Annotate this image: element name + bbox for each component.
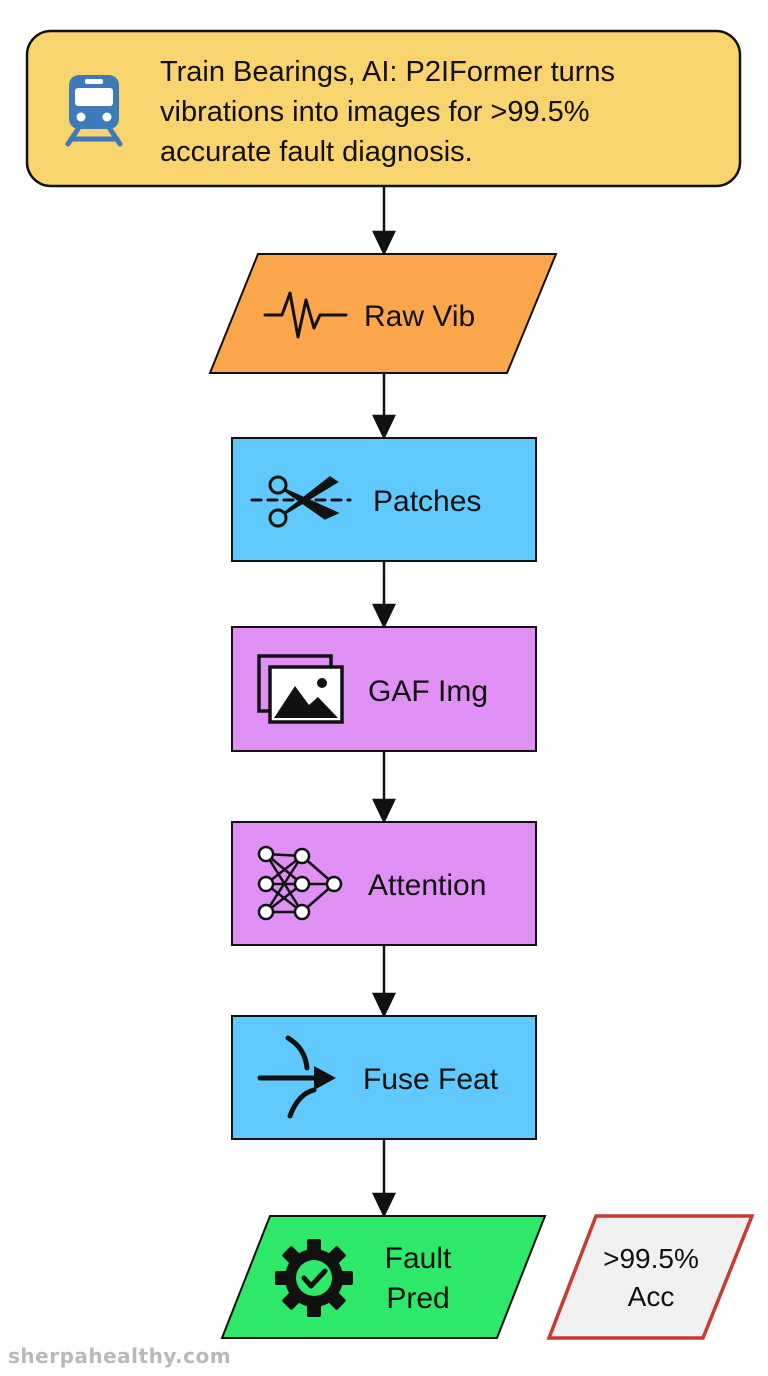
- step-attention-label: Attention: [368, 869, 486, 902]
- accuracy-note: >99.5% Acc: [546, 1214, 755, 1340]
- connectors: [372, 187, 396, 1218]
- arrowhead-raw-vib: [372, 230, 396, 256]
- scissors-icon-blade-top: [284, 488, 340, 520]
- scissors-icon-handle-bottom: [268, 508, 288, 528]
- merge-arrows-icon-head: [314, 1066, 336, 1090]
- arrowhead-patches: [372, 414, 396, 440]
- neural-network-icon-node-hidden-1: [293, 847, 311, 865]
- step-fault-pred-label-line-2: Pred: [386, 1282, 449, 1315]
- arrowhead-attention: [372, 798, 396, 824]
- neural-network-icon: [257, 845, 343, 921]
- step-fault-pred-shape: [220, 1215, 547, 1339]
- neural-network-icon-node-hidden-3: [293, 903, 311, 921]
- step-fuse-feat-label: Fuse Feat: [363, 1063, 499, 1096]
- title-line-1: Train Bearings, AI: P2IFormer turns: [160, 56, 615, 88]
- train-icon-headlight-right: [102, 112, 112, 122]
- accuracy-note-line-1: >99.5%: [603, 1243, 699, 1274]
- step-raw-vib-label: Raw Vib: [364, 300, 475, 333]
- step-gaf-img-label: GAF Img: [368, 675, 488, 708]
- title-line-2: vibrations into images for >99.5%: [160, 96, 590, 128]
- step-raw-vib: Raw Vib: [208, 253, 558, 374]
- arrowhead-gaf-img: [372, 603, 396, 629]
- image-stack-icon: [257, 654, 344, 724]
- train-icon-window: [75, 88, 113, 106]
- step-patches: Patches: [231, 437, 537, 562]
- step-fault-pred-label-line-1: Fault: [385, 1242, 452, 1275]
- neural-network-icon-node-out: [325, 875, 343, 893]
- waveform-icon: [263, 291, 348, 339]
- arrowhead-fuse-feat: [372, 992, 396, 1018]
- neural-network-icon-node-in-1: [257, 845, 275, 863]
- train-icon-rails: [65, 126, 123, 147]
- step-raw-vib-shape: [208, 253, 558, 374]
- image-stack-icon-mountains: [274, 686, 338, 718]
- merge-arrows-icon: [257, 1035, 336, 1119]
- scissors-icon-handle-top: [268, 475, 288, 495]
- accuracy-note-shape: [546, 1214, 755, 1340]
- gear-icon-center: [296, 1260, 332, 1296]
- scissors-icon: [250, 475, 352, 528]
- neural-network-icon-node-hidden-2: [293, 875, 311, 893]
- watermark: sherpahealthy.com: [8, 1344, 232, 1368]
- train-icon-headlight-left: [76, 112, 86, 122]
- step-fault-pred: Fault Pred: [220, 1215, 547, 1339]
- train-icon-roof-bar: [85, 79, 103, 84]
- step-fuse-feat: Fuse Feat: [231, 1015, 537, 1140]
- arrowhead-fault-pred: [372, 1192, 396, 1218]
- neural-network-icon-edges: [264, 852, 335, 914]
- neural-network-icon-node-in-3: [257, 903, 275, 921]
- step-attention: Attention: [231, 821, 537, 946]
- merge-arrows-icon-lower-curve: [287, 1087, 317, 1119]
- image-stack-icon-sun: [317, 678, 327, 688]
- merge-arrows-icon-upper-curve: [285, 1035, 310, 1071]
- accuracy-note-line-2: Acc: [628, 1281, 675, 1312]
- gear-check-icon: [275, 1239, 353, 1317]
- title-box: Train Bearings, AI: P2IFormer turns vibr…: [25, 29, 742, 188]
- neural-network-icon-node-in-2: [257, 875, 275, 893]
- train-icon: [65, 75, 123, 147]
- scissors-icon-blade-bottom: [284, 476, 339, 515]
- title-box-shape: [25, 29, 742, 188]
- step-patches-label: Patches: [373, 485, 481, 518]
- step-gaf-img: GAF Img: [231, 626, 537, 752]
- title-line-3: accurate fault diagnosis.: [160, 136, 473, 168]
- check-icon: [301, 1268, 328, 1289]
